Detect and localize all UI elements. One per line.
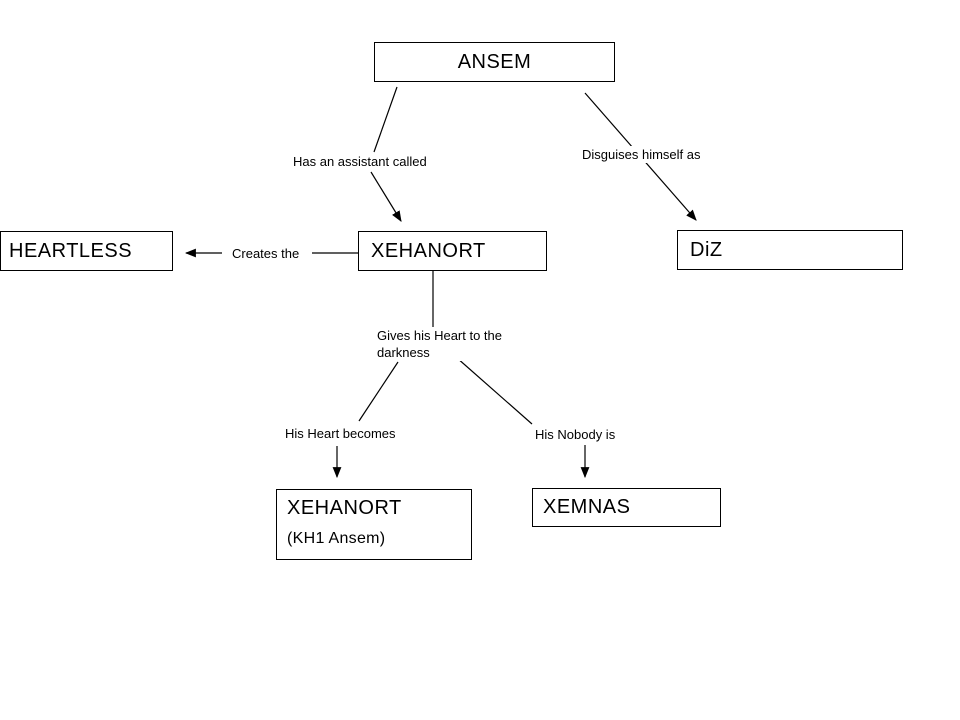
edge-label-creates: Creates the bbox=[230, 245, 302, 262]
edge-label-gives-heart-line1: Gives his Heart to the bbox=[377, 328, 502, 343]
node-diz: DiZ bbox=[677, 230, 903, 270]
node-heartless: HEARTLESS bbox=[0, 231, 173, 271]
edge-label-disguises: Disguises himself as bbox=[580, 146, 703, 163]
edge-ansem-to-xehanort-lower bbox=[370, 171, 402, 222]
edge-ansem-to-xehanort-upper bbox=[373, 86, 398, 153]
edge-label-heart-becomes: His Heart becomes bbox=[283, 425, 398, 442]
node-xemnas: XEMNAS bbox=[532, 488, 721, 527]
edge-split-left-diagonal bbox=[358, 361, 399, 422]
edge-split-right-diagonal bbox=[447, 349, 533, 425]
node-xehanort-kh1-sublabel: (KH1 Ansem) bbox=[287, 530, 386, 547]
edge-label-gives-heart-line2: darkness bbox=[377, 345, 430, 360]
edge-label-nobody-is: His Nobody is bbox=[533, 426, 618, 443]
edge-label-has-assistant: Has an assistant called bbox=[291, 153, 429, 170]
node-xehanort-kh1: XEHANORT (KH1 Ansem) bbox=[276, 489, 472, 560]
edge-label-gives-heart: Gives his Heart to the darkness bbox=[375, 327, 504, 361]
node-xehanort: XEHANORT bbox=[358, 231, 547, 271]
node-xehanort-kh1-label: XEHANORT bbox=[287, 497, 402, 519]
node-ansem: ANSEM bbox=[374, 42, 615, 82]
